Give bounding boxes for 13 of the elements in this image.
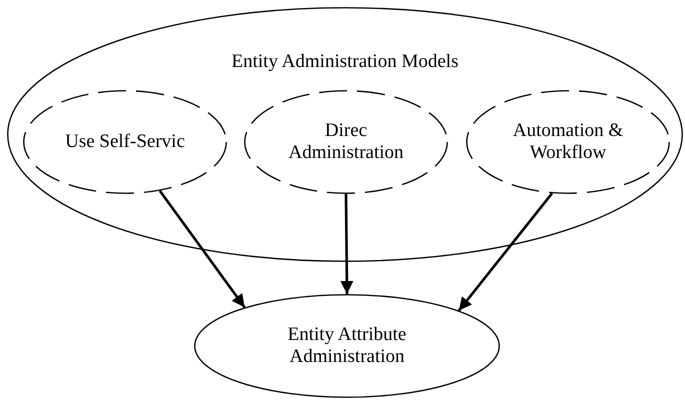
arrow xyxy=(340,194,354,294)
model-ellipse xyxy=(23,90,227,194)
target-ellipse xyxy=(194,294,500,398)
arrow xyxy=(158,190,246,308)
arrow xyxy=(458,192,554,312)
node-label: Use Self-Servic xyxy=(64,131,186,153)
model-ellipse xyxy=(244,90,448,194)
model-ellipse xyxy=(466,90,670,194)
node-label: Automation & Workflow xyxy=(512,120,624,164)
group-ellipse xyxy=(7,7,683,262)
node-label: Entity Administration Models xyxy=(230,51,460,73)
node-label: Entity Attribute Administration xyxy=(286,324,408,368)
node-label: Direc Administration xyxy=(287,120,405,164)
